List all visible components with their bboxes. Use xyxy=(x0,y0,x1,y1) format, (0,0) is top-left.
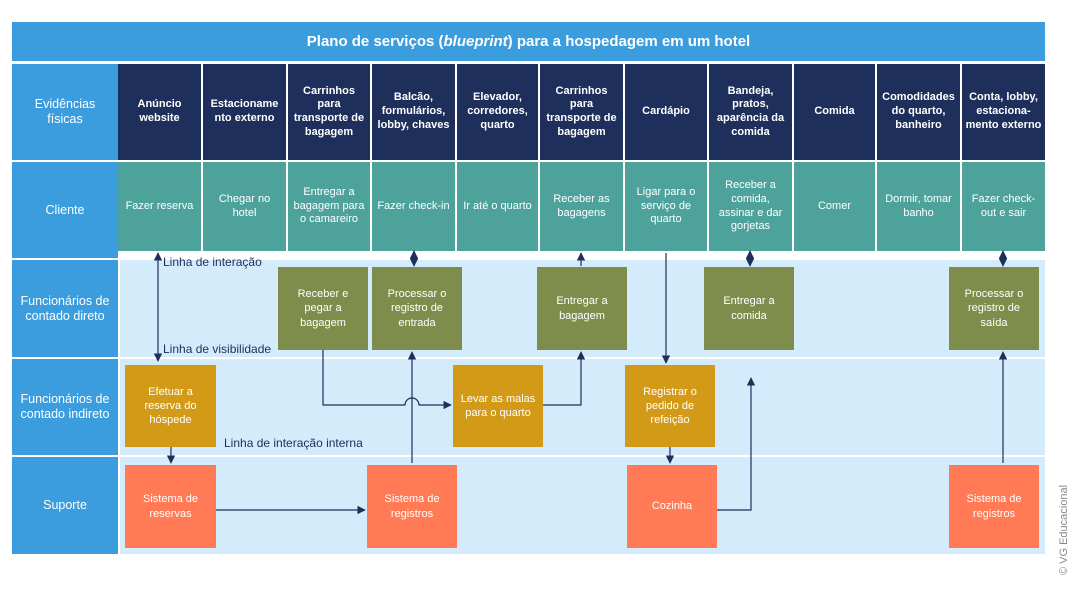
customer-cell: Receber as bagagens xyxy=(540,162,623,251)
box-cozinha: Cozinha xyxy=(627,465,717,548)
box-sistema-registros-2: Sistema de registros xyxy=(949,465,1039,548)
copyright: © VG Educacional xyxy=(1058,485,1070,575)
band-indireto xyxy=(120,359,1045,455)
title-italic: blueprint xyxy=(443,33,508,50)
box-levar-malas: Levar as malas para o quarto xyxy=(453,365,543,447)
title-prefix: Plano de serviços ( xyxy=(306,33,444,50)
label-linha-interacao: Linha de interação xyxy=(163,255,262,269)
label-linha-visibilidade: Linha de visibilidade xyxy=(163,342,272,356)
evidence-cell: Cardápio xyxy=(625,64,707,160)
diagram-title: Plano de serviços (blueprint) para a hos… xyxy=(12,22,1045,61)
evidence-cell: Conta, lobby, estaciona-mento externo xyxy=(962,64,1045,160)
row-header-cliente: Cliente xyxy=(12,162,118,258)
customer-cell: Fazer check-in xyxy=(372,162,455,251)
row-header-evidencias: Evidências físicas xyxy=(12,64,118,160)
evidence-cell: Carrinhos para transporte de bagagem xyxy=(540,64,623,160)
arrow-bagagem-malas xyxy=(322,350,452,410)
customer-cell: Fazer reserva xyxy=(118,162,201,251)
evidence-cell: Carrinhos para transporte de bagagem xyxy=(288,64,370,160)
box-receber-bagagem: Receber e pegar a bagagem xyxy=(278,267,368,350)
box-entregar-comida: Entregar a comida xyxy=(704,267,794,350)
row-header-suporte: Suporte xyxy=(12,457,118,554)
arrow-cozinha-entrega xyxy=(717,377,756,511)
evidence-cell: Comodidades do quarto, banheiro xyxy=(877,64,960,160)
customer-cell: Receber a comida, assinar e dar gorjetas xyxy=(709,162,792,251)
evidence-cell: Anúncio website xyxy=(118,64,201,160)
box-registro-entrada: Processar o registro de entrada xyxy=(372,267,462,350)
box-pedido-refeicao: Registrar o pedido de refeição xyxy=(625,365,715,447)
box-reserva-hospede: Efetuar a reserva do hóspede xyxy=(125,365,216,447)
title-suffix: ) para a hospedagem em um hotel xyxy=(507,33,751,50)
evidence-cell: Balcão, formulários, lobby, chaves xyxy=(372,64,455,160)
customer-cell: Entregar a bagagem para o camareiro xyxy=(288,162,370,251)
evidence-cell: Estacioname nto externo xyxy=(203,64,286,160)
customer-cell: Comer xyxy=(794,162,875,251)
customer-cell: Chegar no hotel xyxy=(203,162,286,251)
box-sistema-reservas: Sistema de reservas xyxy=(125,465,216,548)
evidence-cell: Elevador, corredores, quarto xyxy=(457,64,538,160)
customer-cell: Ir até o quarto xyxy=(457,162,538,251)
row-header-indireto: Funcionários de contado indireto xyxy=(12,359,118,455)
box-entregar-bagagem: Entregar a bagagem xyxy=(537,267,627,350)
evidence-cell: Comida xyxy=(794,64,875,160)
customer-cell: Fazer check-out e sair xyxy=(962,162,1045,251)
customer-cell: Dormir, tomar banho xyxy=(877,162,960,251)
box-registro-saida: Processar o registro de saída xyxy=(949,267,1039,350)
arrow-malas-entregar xyxy=(543,351,586,406)
row-header-direto: Funcionários de contado direto xyxy=(12,260,118,357)
customer-cell: Ligar para o serviço de quarto xyxy=(625,162,707,251)
copyright-text: © VG Educacional xyxy=(1058,485,1070,575)
band-suporte xyxy=(120,457,1045,554)
evidence-cell: Bandeja, pratos, aparência da comida xyxy=(709,64,792,160)
label-linha-interacao-interna: Linha de interação interna xyxy=(224,436,363,450)
box-sistema-registros-1: Sistema de registros xyxy=(367,465,457,548)
